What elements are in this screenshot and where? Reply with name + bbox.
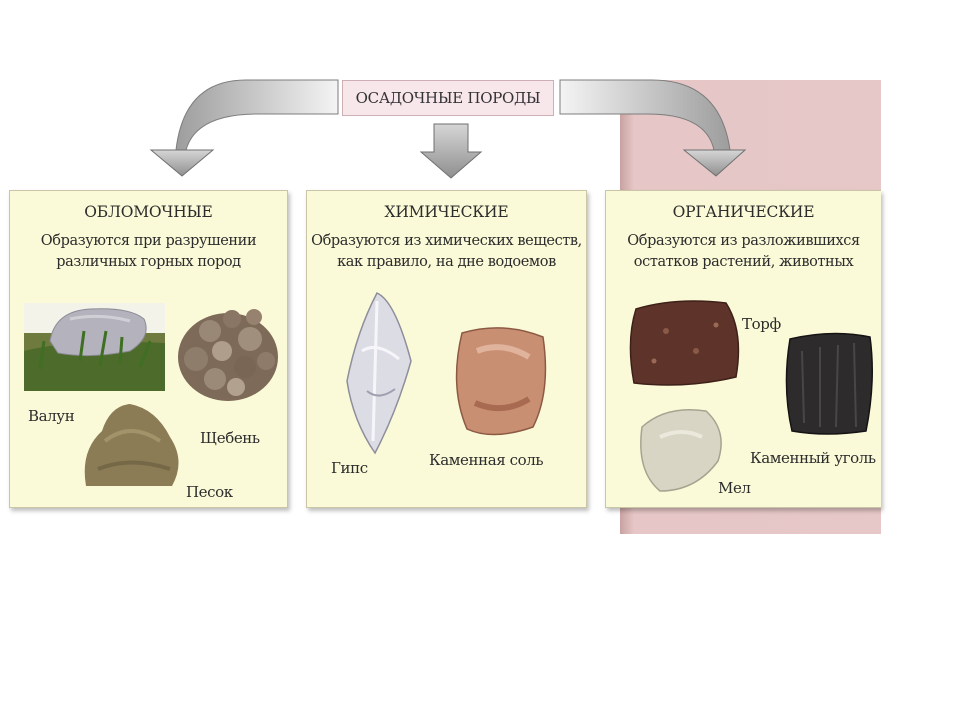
organic-rocks-illustration: [629, 300, 873, 492]
panel-description: Образуются из химических веществ, как пр…: [307, 231, 586, 273]
desc-line: остатков растений, животных: [633, 254, 854, 270]
panel-title: ОБЛОМОЧНЫЕ: [84, 203, 213, 221]
label-coal: Каменный уголь: [750, 449, 876, 467]
desc-line: как правило, на дне водоемов: [337, 254, 556, 270]
label-gravel: Щебень: [200, 429, 260, 447]
label-peat: Торф: [742, 315, 781, 333]
gravel-image: [178, 309, 278, 401]
desc-line: Образуются из химических веществ,: [311, 233, 582, 249]
desc-line: Образуются при разрушении: [40, 233, 257, 249]
label-rock-salt: Каменная соль: [429, 451, 544, 469]
panel-organic: ОРГАНИЧЕСКИЕ Образуются из разложившихся…: [605, 190, 881, 508]
desc-line: различных горных пород: [56, 254, 241, 270]
coal-image: [785, 332, 873, 435]
chemical-rocks-illustration: [346, 292, 547, 455]
label-boulder: Валун: [28, 407, 75, 425]
desc-line: Образуются из разложившихся: [627, 233, 860, 249]
panel-title: ОРГАНИЧЕСКИЕ: [672, 203, 815, 221]
panel-description: Образуются из разложившихся остатков рас…: [606, 231, 881, 273]
right-curved-arrow: [559, 79, 747, 177]
gypsum-image: [346, 292, 412, 455]
rock-salt-image: [455, 327, 547, 436]
sand-image: [84, 404, 179, 486]
main-title: ОСАДОЧНЫЕ ПОРОДЫ: [342, 80, 554, 116]
panel-clastic: ОБЛОМОЧНЫЕ Образуются при разрушении раз…: [9, 190, 288, 508]
label-gypsum: Гипс: [331, 459, 368, 477]
panel-description: Образуются при разрушении различных горн…: [10, 231, 287, 273]
panel-chemical: ХИМИЧЕСКИЕ Образуются из химических веще…: [306, 190, 587, 508]
clastic-rocks-illustration: [24, 303, 278, 486]
panel-title: ХИМИЧЕСКИЕ: [384, 203, 509, 221]
label-sand: Песок: [186, 483, 233, 501]
label-chalk: Мел: [718, 479, 751, 497]
boulder-image: [24, 303, 165, 391]
peat-image: [629, 300, 740, 386]
center-down-arrow: [419, 123, 483, 179]
chalk-image: [640, 408, 722, 492]
left-curved-arrow: [149, 79, 339, 177]
